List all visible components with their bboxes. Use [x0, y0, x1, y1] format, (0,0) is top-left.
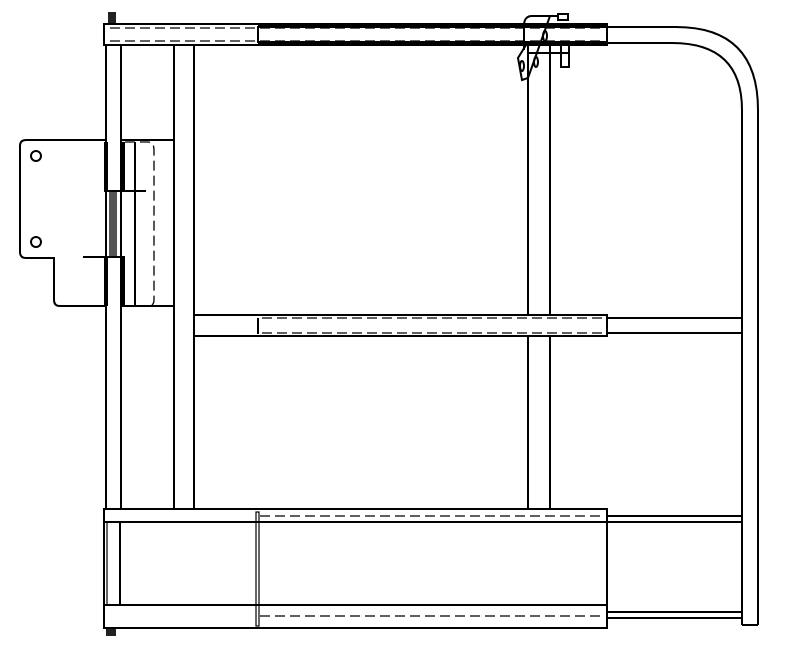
inner-post: [173, 44, 195, 511]
kickplate-divider: [255, 511, 260, 627]
mount-bracket-plate: [19, 139, 175, 307]
hinge-knuckle: [104, 142, 108, 192]
mount-hole: [30, 150, 42, 162]
middle-rail: [193, 314, 608, 337]
curved-rail-tube: [607, 26, 759, 626]
bottom-kickplate: [103, 508, 608, 629]
hinge-spring: [109, 192, 117, 256]
bottom-bolt: [106, 628, 116, 636]
mount-hole: [30, 236, 42, 248]
latch-post: [527, 45, 551, 510]
top-bolt: [108, 12, 116, 24]
latch-chain: [516, 13, 570, 82]
bottom-rail-extension: [607, 515, 742, 619]
hinge-sleeve-hidden: [125, 141, 155, 307]
